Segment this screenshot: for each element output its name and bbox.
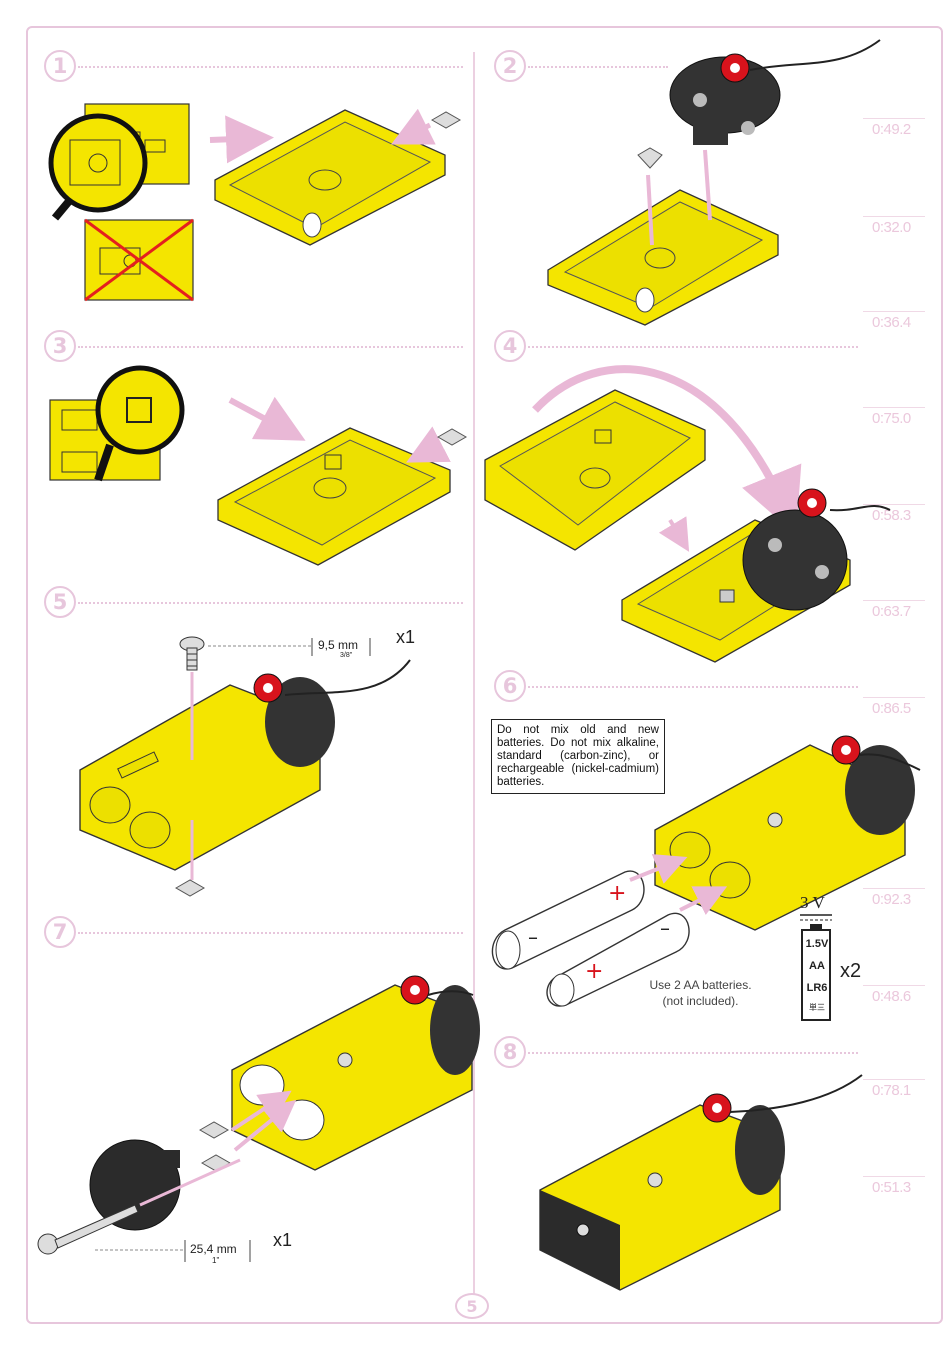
dimension-line (95, 1240, 251, 1262)
step3-half-shell (217, 396, 451, 566)
column-divider (473, 52, 475, 1306)
battery-warning: Do not mix old and new batteries. Do not… (491, 719, 665, 794)
nut-part (637, 147, 663, 169)
svg-text:–: – (660, 916, 670, 940)
time-label: 0:92.3 (872, 891, 911, 908)
battery-volt: 1.5V (805, 938, 829, 950)
step8-assembled-battery-box (539, 1074, 863, 1291)
battery-note-line2: (not included). (662, 994, 739, 1008)
time-tick (863, 216, 925, 217)
time-tick (863, 697, 925, 698)
svg-text:+: + (585, 959, 603, 984)
step-divider (528, 686, 858, 688)
time-tick (863, 504, 925, 505)
battery-note-line1: Use 2 AA batteries. (649, 978, 752, 992)
long-screw-length-label: 25,4 mm (190, 1242, 237, 1256)
time-label: 0:63.7 (872, 603, 911, 620)
step7-battery-box (231, 975, 480, 1171)
aa-battery: + – (546, 912, 690, 1007)
quantity-label: x1 (273, 1230, 293, 1250)
insert-arrows (629, 854, 728, 916)
nut-part (436, 428, 468, 446)
step4-bottom-assembly (621, 488, 891, 663)
nut-part (430, 111, 462, 129)
step2-end-cap (669, 39, 881, 145)
page-number: 5 (455, 1293, 489, 1319)
svg-text:+: + (608, 881, 626, 906)
dimension-line (208, 638, 371, 656)
step-number-7: 7 (44, 916, 76, 948)
time-tick (863, 985, 925, 986)
time-label: 0:58.3 (872, 507, 911, 524)
battery-icon (801, 924, 831, 1021)
nut-part (174, 879, 206, 897)
time-label: 0:48.6 (872, 988, 911, 1005)
time-label: 0:36.4 (872, 314, 911, 331)
step-number-6: 6 (494, 670, 526, 702)
battery-code: LR6 (806, 982, 828, 994)
magnifier-icon (94, 365, 185, 482)
insert-arrows (139, 1090, 297, 1207)
step5-battery-box (79, 659, 411, 880)
time-label: 0:78.1 (872, 1082, 911, 1099)
time-tick (863, 1079, 925, 1080)
voltage-underline (800, 914, 832, 921)
svg-text:–: – (528, 925, 538, 949)
time-tick (863, 118, 925, 119)
battery-jp-label: 単三 (809, 1003, 825, 1012)
step4-top-shell (484, 365, 802, 551)
step-number-5: 5 (44, 586, 76, 618)
step-divider (78, 346, 463, 348)
battery-size: AA (809, 960, 825, 972)
nut-part (198, 1121, 232, 1172)
step-number-3: 3 (44, 330, 76, 362)
long-screw-part (37, 1204, 139, 1255)
step-divider (78, 602, 463, 604)
long-screw-length-fraction: 1" (212, 1256, 220, 1265)
step-divider (528, 66, 668, 68)
step-divider (78, 932, 463, 934)
step1-detail-wrong (84, 218, 194, 302)
time-label: 0:49.2 (872, 121, 911, 138)
end-cap-part (89, 1139, 181, 1231)
quantity-label: x1 (396, 627, 416, 647)
magnifier-icon (48, 113, 148, 221)
voltage-label: 3 V (800, 893, 825, 912)
step2-half-shell (547, 149, 779, 326)
time-label: 0:32.0 (872, 219, 911, 236)
battery-quantity: x2 (840, 960, 862, 982)
screw-length-fraction: 3/8" (340, 652, 353, 659)
step-number-2: 2 (494, 50, 526, 82)
time-label: 0:51.3 (872, 1179, 911, 1196)
step-divider (78, 66, 463, 68)
screw-length-label: 9,5 mm (318, 638, 359, 652)
time-tick (863, 407, 925, 408)
step-divider (528, 346, 858, 348)
aa-battery: + – (491, 870, 645, 970)
step-number-4: 4 (494, 330, 526, 362)
time-tick (863, 600, 925, 601)
screw-part (179, 636, 205, 671)
time-label: 0:86.5 (872, 700, 911, 717)
step-divider (528, 1052, 858, 1054)
time-label: 0:75.0 (872, 410, 911, 427)
step1-half-shell (209, 108, 446, 246)
step6-battery-box (654, 735, 921, 931)
page-frame (26, 26, 943, 1324)
time-tick (863, 311, 925, 312)
time-tick (863, 1176, 925, 1177)
step-number-8: 8 (494, 1036, 526, 1068)
step-number-1: 1 (44, 50, 76, 82)
time-tick (863, 888, 925, 889)
